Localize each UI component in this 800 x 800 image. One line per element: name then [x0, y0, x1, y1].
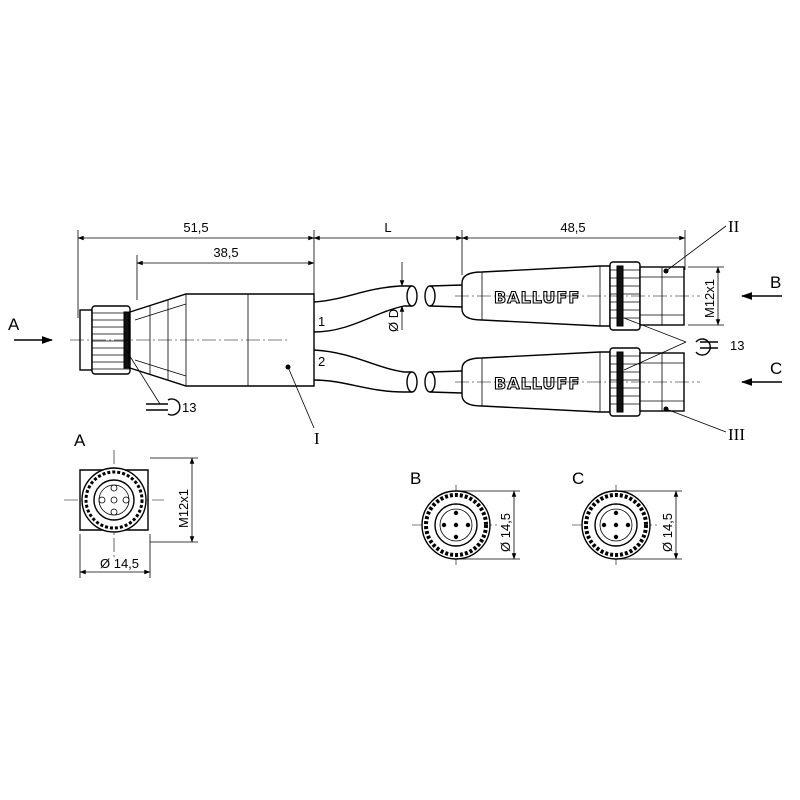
- dim-thread-right: M12x1: [702, 279, 717, 318]
- wrench-right: 13: [623, 317, 744, 371]
- part-2-label: II: [728, 217, 740, 236]
- brand-logo-top: BALLUFF: [494, 288, 580, 307]
- wrench-left: 13: [125, 349, 196, 416]
- dim-diameter-a: Ø 14,5: [100, 556, 139, 571]
- view-a-label: A: [74, 431, 86, 450]
- part-3-label: III: [728, 425, 745, 444]
- part-leaders: I II III: [287, 217, 745, 448]
- wrench-size-right: 13: [730, 338, 744, 353]
- view-arrows: A B C: [8, 273, 782, 386]
- male-connector-bottom: BALLUFF: [455, 347, 700, 417]
- male-connector-top: BALLUFF: [455, 261, 700, 331]
- view-c-label: C: [572, 469, 584, 488]
- dim-cable-diameter: Ø D: [386, 309, 401, 332]
- dim-38-5: 38,5: [213, 245, 238, 260]
- view-b-marker: B: [770, 273, 781, 292]
- branch-2-label: 2: [318, 354, 325, 369]
- dim-48-5: 48,5: [560, 220, 585, 235]
- wrench-size-left: 13: [182, 400, 196, 415]
- branch-1-label: 1: [318, 314, 325, 329]
- brand-logo-bottom: BALLUFF: [494, 374, 580, 393]
- view-b-label: B: [410, 469, 421, 488]
- cables: 1 2 Ø D: [313, 262, 463, 394]
- view-c-marker: C: [770, 359, 782, 378]
- dim-thread-a: M12x1: [176, 489, 191, 528]
- dim-length: L: [384, 220, 391, 235]
- part-1-label: I: [314, 429, 320, 448]
- dim-diameter-b: Ø 14,5: [498, 513, 513, 552]
- view-a: A M12x1 Ø 14,5: [64, 431, 198, 578]
- female-connector: [70, 293, 315, 387]
- dim-diameter-c: Ø 14,5: [660, 513, 675, 552]
- wrench-icon: [146, 398, 181, 416]
- view-a-marker: A: [8, 315, 20, 334]
- dim-51-5: 51,5: [183, 220, 208, 235]
- view-c: C Ø 14,5: [572, 469, 682, 566]
- thread-dimension-right: M12x1: [688, 266, 724, 326]
- wrench-icon: [695, 338, 718, 356]
- top-dimensions: 51,5 L 48,5 38,5: [77, 220, 686, 318]
- view-b: B Ø 14,5: [410, 469, 520, 566]
